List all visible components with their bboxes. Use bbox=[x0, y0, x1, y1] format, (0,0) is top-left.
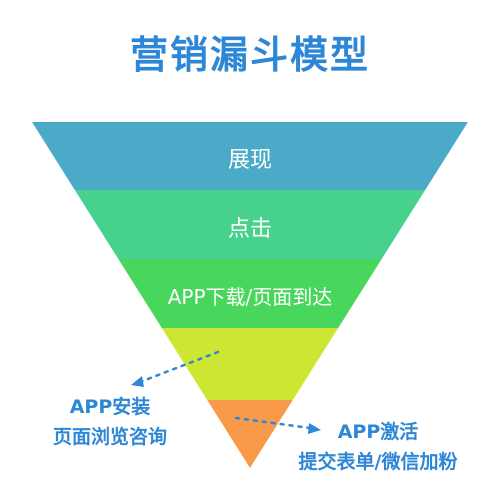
page-title: 营销漏斗模型 bbox=[129, 33, 370, 77]
callout-arrow-right bbox=[234, 416, 321, 434]
callout-right: APP激活 提交表单/微信加粉 bbox=[268, 417, 488, 477]
callout-left: APP安装 页面浏览咨询 bbox=[20, 392, 200, 452]
funnel-stage-5 bbox=[207, 400, 293, 468]
stage-label-2: 点击 bbox=[227, 217, 272, 242]
funnel-stage-1 bbox=[32, 122, 468, 190]
callout-left-line2: 页面浏览咨询 bbox=[52, 426, 167, 448]
stage-label-3: APP下载/页面到达 bbox=[167, 285, 333, 309]
funnel-stage-2 bbox=[74, 190, 426, 259]
callout-arrow-left bbox=[131, 350, 220, 387]
callout-right-line1: APP激活 bbox=[337, 421, 419, 443]
callout-right-line2: 提交表单/微信加粉 bbox=[298, 451, 458, 473]
funnel-stage-4 bbox=[161, 328, 339, 400]
funnel-stage-3 bbox=[118, 259, 382, 328]
stage-label-1: 展现 bbox=[227, 148, 272, 173]
callout-left-line1: APP安装 bbox=[69, 396, 151, 418]
